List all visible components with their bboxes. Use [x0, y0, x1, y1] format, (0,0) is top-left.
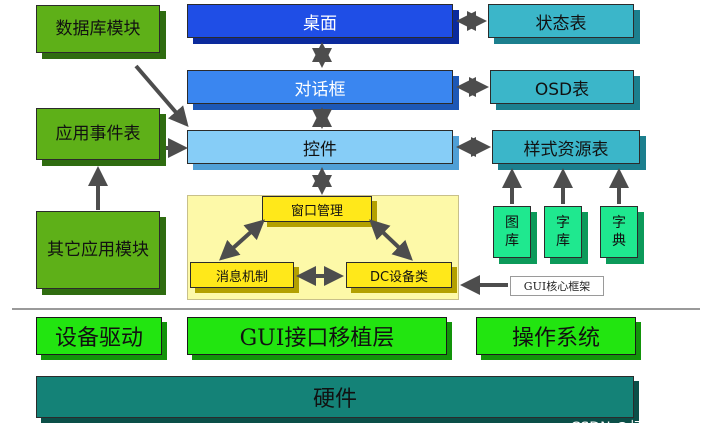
- font-lib-label: 字 库: [556, 214, 570, 249]
- control-label: 控件: [303, 139, 337, 160]
- gui-port-layer-label: GUI接口移植层: [239, 326, 395, 351]
- desktop-label: 桌面: [303, 13, 337, 34]
- desktop-box: 桌面: [187, 4, 453, 38]
- gui-core-framework-tag: GUI核心框架: [510, 276, 604, 296]
- hardware-box: 硬件: [36, 376, 634, 418]
- image-lib-box: 图 库: [493, 206, 531, 258]
- dc-device-class-box: DC设备类: [346, 262, 452, 288]
- dictionary-box: 字 典: [600, 206, 638, 258]
- style-resource-table-label: 样式资源表: [523, 139, 609, 160]
- other-app-module-label: 其它应用模块: [47, 239, 149, 260]
- window-management-label: 窗口管理: [290, 203, 343, 219]
- app-event-table-box: 应用事件表: [36, 108, 160, 160]
- control-box: 控件: [187, 130, 453, 164]
- message-mechanism-box: 消息机制: [190, 262, 294, 288]
- message-mechanism-label: 消息机制: [215, 269, 268, 285]
- status-table-label: 状态表: [535, 13, 587, 34]
- osd-table-label: OSD表: [534, 79, 590, 100]
- dialog-label: 对话框: [294, 79, 346, 100]
- database-module-label: 数据库模块: [55, 18, 141, 39]
- operating-system-label: 操作系统: [511, 326, 600, 351]
- arrow-window-message: [219, 219, 265, 261]
- dictionary-label: 字 典: [612, 214, 626, 249]
- watermark: CSDN @打酱油的；: [570, 420, 699, 436]
- gui-core-framework-label: GUI核心框架: [523, 280, 591, 293]
- other-app-module-box: 其它应用模块: [36, 211, 160, 289]
- hardware-label: 硬件: [312, 387, 357, 412]
- layer-divider: [12, 308, 700, 310]
- arrow-window-dc: [369, 219, 413, 261]
- window-management-box: 窗口管理: [262, 196, 372, 222]
- osd-table-box: OSD表: [490, 70, 634, 104]
- style-resource-table-box: 样式资源表: [492, 130, 640, 164]
- app-event-table-label: 应用事件表: [55, 123, 141, 144]
- dialog-box: 对话框: [187, 70, 453, 104]
- dc-device-class-label: DC设备类: [369, 269, 429, 285]
- device-driver-box: 设备驱动: [36, 317, 162, 355]
- image-lib-label: 图 库: [505, 214, 519, 249]
- operating-system-box: 操作系统: [476, 317, 636, 355]
- database-module-box: 数据库模块: [36, 5, 160, 53]
- arrow-database-to-control: [134, 64, 189, 128]
- gui-port-layer-box: GUI接口移植层: [187, 317, 447, 355]
- device-driver-label: 设备驱动: [54, 326, 143, 351]
- font-lib-box: 字 库: [544, 206, 582, 258]
- status-table-box: 状态表: [488, 4, 634, 38]
